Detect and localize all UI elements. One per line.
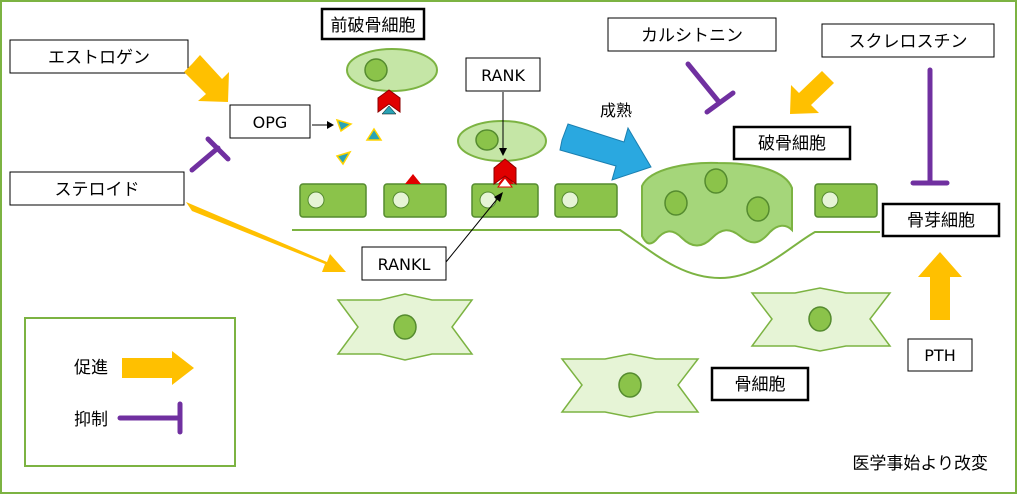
bone-surface-line (292, 229, 880, 280)
rank-label-box (465, 57, 541, 92)
rank-receptor-icon (493, 158, 517, 185)
lining-cell-nucleus (561, 191, 579, 209)
osteoclast-nucleus (664, 190, 688, 216)
preosteoclast-nucleus (364, 58, 388, 82)
steroid-inhibit-line (189, 145, 221, 173)
pth-label-box (907, 338, 973, 372)
rank-receptor-inner-icon (496, 177, 514, 188)
opg-label-box (229, 104, 311, 139)
osteoclast-label-box (732, 125, 852, 161)
lining-cell-nucleus (392, 191, 410, 209)
osteoclast-nucleus (746, 196, 770, 222)
opg-molecule-icon (365, 127, 383, 141)
maturation-arrow (559, 123, 652, 181)
preosteoclast-label-box (320, 7, 426, 41)
opg-label: OPG (253, 113, 288, 132)
rank-label: RANK (481, 66, 525, 85)
rankl-pointer-arrowhead (494, 192, 503, 202)
steroid-label: ステロイド (55, 180, 140, 200)
steroid-label-box (9, 171, 185, 206)
rankl-label-box (361, 246, 447, 281)
pth-promote-arrow (918, 252, 962, 320)
steroid-inhibit-bar (205, 136, 231, 162)
osteoblast-label-box (881, 202, 1001, 238)
rankl-pointer-line (445, 197, 499, 263)
estrogen-label: エストロゲン (48, 48, 150, 68)
osteocyte-label-box (710, 366, 810, 402)
sclerostin-label-box (821, 23, 995, 58)
osteoclast-label: 破骨細胞 (758, 134, 826, 154)
preosteoclast-cell-binding (457, 120, 547, 162)
lining-cell-nucleus (307, 191, 325, 209)
legend-promote-label: 促進 (74, 358, 108, 378)
calcitonin-inhibit-bar (704, 90, 736, 115)
osteocyte-nucleus (808, 306, 832, 332)
opg-bound-icon (381, 105, 397, 115)
osteocyte-nucleus (618, 372, 642, 398)
rank-receptor-icon (377, 89, 401, 113)
opg-molecule-icon (335, 118, 353, 133)
calcitonin-inhibit-line (685, 61, 722, 105)
calcitonin-label: カルシトニン (641, 26, 743, 46)
steroid-promote-arrow (186, 202, 346, 272)
source-caption: 医学事始より改変 (852, 454, 988, 474)
opg-pointer-arrowhead (327, 121, 334, 129)
sclerostin-promote-arrow (790, 71, 834, 114)
opg-molecule-icon (335, 150, 352, 166)
rankl-label: RANKL (378, 255, 431, 274)
preosteoclast-cell (346, 48, 438, 92)
sclerostin-label: スクレロスチン (849, 32, 968, 52)
rankl-ligand-icon (405, 174, 421, 184)
legend-promote-arrow (122, 351, 194, 385)
legend-inhibit-label: 抑制 (74, 410, 108, 430)
pth-label: PTH (924, 346, 955, 365)
osteoclast-nucleus (704, 168, 728, 194)
preosteoclast-nucleus (475, 129, 499, 151)
lining-cell-nucleus (479, 191, 497, 209)
estrogen-promote-arrow (184, 55, 229, 102)
maturation-label: 成熟 (600, 101, 632, 120)
osteoclast-cell (641, 161, 793, 247)
estrogen-label-box (9, 39, 189, 74)
calcitonin-label-box (607, 17, 777, 52)
preosteoclast-label: 前破骨細胞 (331, 16, 416, 36)
lining-cell-nucleus (821, 191, 839, 209)
osteocyte-label: 骨細胞 (735, 375, 786, 395)
osteocyte-nucleus (393, 314, 417, 340)
rank-pointer-arrowhead (499, 148, 507, 156)
legend-box (24, 317, 236, 467)
osteoblast-label: 骨芽細胞 (907, 211, 975, 231)
